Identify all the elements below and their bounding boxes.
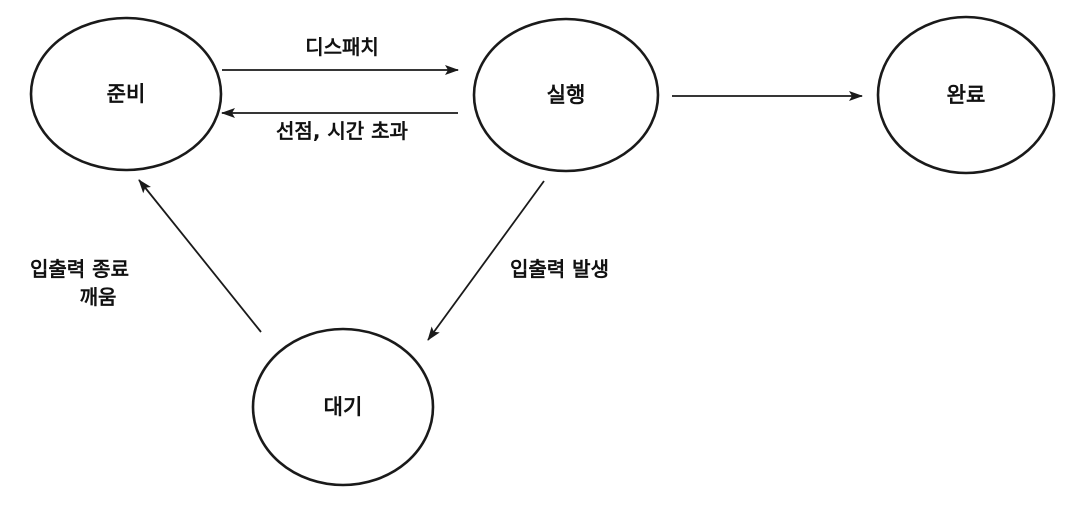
node-done-label: 완료: [947, 83, 986, 107]
node-waiting-label: 대기: [324, 395, 363, 419]
node-waiting-circle: [251, 327, 435, 487]
node-done: 완료: [876, 15, 1056, 175]
node-ready-circle: [29, 16, 223, 172]
edge-wakeup-label-line1: 입출력 종료: [30, 257, 129, 281]
node-waiting: 대기: [251, 327, 435, 487]
edge-wakeup-arrow: [138, 179, 262, 333]
node-running-circle: [472, 17, 660, 173]
edge-wakeup-label-line2: 깨움: [80, 285, 117, 309]
node-ready: 준비: [29, 16, 223, 172]
edge-dispatch-label: 디스패치: [305, 35, 379, 59]
node-done-circle: [876, 15, 1056, 175]
edge-io-occurred-label: 입출력 발생: [510, 257, 609, 281]
edge-preempt-label: 선점, 시간 초과: [276, 119, 409, 143]
edge-io-occurred-arrow: [427, 180, 545, 341]
node-running-label: 실행: [547, 83, 586, 107]
node-running: 실행: [472, 17, 660, 173]
node-ready-label: 준비: [107, 82, 146, 106]
